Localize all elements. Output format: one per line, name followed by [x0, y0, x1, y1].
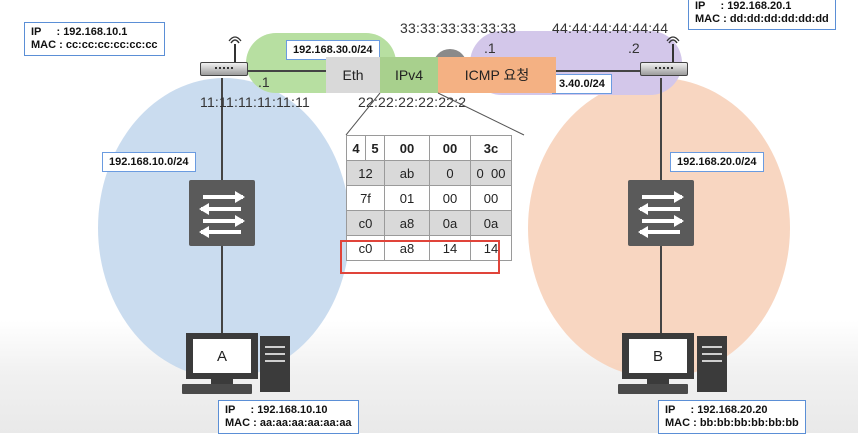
wifi-left-icon	[228, 34, 242, 48]
host-b-label: B	[629, 339, 687, 373]
host-a-info: IP : 192.168.10.10 MAC : aa:aa:aa:aa:aa:…	[218, 400, 359, 434]
ipv4-cell: 14	[470, 235, 512, 261]
ipv4-cell: 0a	[470, 210, 512, 236]
link-right-router-switch	[660, 78, 662, 184]
mac-label-11: 11:11:11:11:11:11	[200, 94, 311, 110]
ipv4-header-table: 4 5 00 00 3c 12 ab 0 0 00 7f 01 00 00 c0…	[346, 135, 512, 261]
packet-ipv4-header: IPv4	[380, 57, 438, 93]
ipv4-cell: 12	[346, 160, 385, 186]
ipv4-cell: 00	[384, 135, 430, 161]
ipv4-cell: 14	[429, 235, 471, 261]
ipv4-cell: 3c	[470, 135, 512, 161]
ipv4-row-2: 12 ab 0 0 00	[346, 160, 512, 186]
ipv4-cell: 00	[429, 135, 471, 161]
destination-ip-highlight	[340, 240, 500, 274]
router-left-ip: IP : 192.168.10.1	[31, 26, 128, 38]
host-b-stand	[647, 379, 669, 387]
packet-eth-header: Eth	[326, 57, 380, 93]
ipv4-cell: a8	[384, 210, 430, 236]
ipv4-cell: c0	[346, 210, 385, 236]
ipv4-row-1: 4 5 00 00 3c	[346, 135, 512, 161]
switch-left[interactable]	[189, 180, 255, 246]
router-right-info: IP : 192.168.20.1 MAC : dd:dd:dd:dd:dd:d…	[688, 0, 836, 30]
link-right-switch-host	[660, 236, 662, 336]
port-mid-a: .1	[484, 40, 496, 56]
ipv4-cell: 5	[365, 135, 385, 161]
ipv4-cell: ab	[384, 160, 430, 186]
router-left[interactable]	[200, 62, 248, 76]
ipv4-cell: 00	[429, 185, 471, 211]
network-10-label: 192.168.10.0/24	[102, 152, 196, 172]
antenna-left-icon	[234, 44, 236, 62]
host-a-stand	[211, 379, 233, 387]
ipv4-cell: 0 00	[470, 160, 512, 186]
host-b-monitor[interactable]: B	[622, 333, 694, 379]
wifi-right-icon	[666, 34, 680, 48]
mac-label-22: 22:22:22:22:22:2	[358, 94, 467, 110]
switch-right[interactable]	[628, 180, 694, 246]
port-mid-b: .2	[628, 40, 640, 56]
router-left-mac: MAC : cc:cc:cc:cc:cc:cc	[31, 39, 158, 51]
network-20-label: 192.168.20.0/24	[670, 152, 764, 172]
ipv4-cell-part: 0	[476, 165, 484, 181]
network-30-label: 192.168.30.0/24	[286, 40, 380, 60]
switch-arrows-icon	[638, 191, 684, 238]
host-b-ip: IP : 192.168.20.20	[665, 404, 768, 416]
mac-label-33: 33:33:33:33:33:33	[400, 20, 517, 36]
host-a-monitor[interactable]: A	[186, 333, 258, 379]
link-left-switch-host	[221, 236, 223, 336]
link-left-router-switch	[221, 78, 223, 184]
host-a-label: A	[193, 339, 251, 373]
host-a-tower	[260, 336, 290, 392]
host-a-mac: MAC : aa:aa:aa:aa:aa:aa	[225, 417, 352, 429]
ipv4-row-3: 7f 01 00 00	[346, 185, 512, 211]
ipv4-cell: 00	[470, 185, 512, 211]
ipv4-cell-part: 0	[446, 165, 454, 181]
mac-label-44: 44:44:44:44:44:44	[552, 20, 669, 36]
ipv4-cell-part: 00	[491, 165, 506, 181]
host-a-ip: IP : 192.168.10.10	[225, 404, 328, 416]
packet-icmp-payload: ICMP 요청	[438, 57, 556, 93]
ipv4-cell: a8	[384, 235, 430, 261]
router-left-info: IP : 192.168.10.1 MAC : cc:cc:cc:cc:cc:c…	[24, 22, 165, 56]
host-b-keyboard	[618, 384, 688, 394]
ipv4-row-4: c0 a8 0a 0a	[346, 210, 512, 236]
router-right[interactable]	[640, 62, 688, 76]
network-40-label: 3.40.0/24	[552, 74, 612, 94]
ipv4-cell: 0a	[429, 210, 471, 236]
switch-arrows-icon	[199, 191, 245, 238]
port-left-router: .1	[258, 74, 270, 90]
host-b-mac: MAC : bb:bb:bb:bb:bb:bb	[665, 417, 799, 429]
router-right-ip: IP : 192.168.20.1	[695, 0, 792, 12]
ipv4-cell: 7f	[346, 185, 385, 211]
ipv4-cell: 4	[346, 135, 366, 161]
antenna-right-icon	[672, 44, 674, 62]
ipv4-cell: 01	[384, 185, 430, 211]
ipv4-cell: 0	[429, 160, 471, 186]
router-right-mac: MAC : dd:dd:dd:dd:dd:dd	[695, 13, 829, 25]
host-b-tower	[697, 336, 727, 392]
host-a-keyboard	[182, 384, 252, 394]
ipv4-row-5: c0 a8 14 14	[346, 235, 512, 261]
